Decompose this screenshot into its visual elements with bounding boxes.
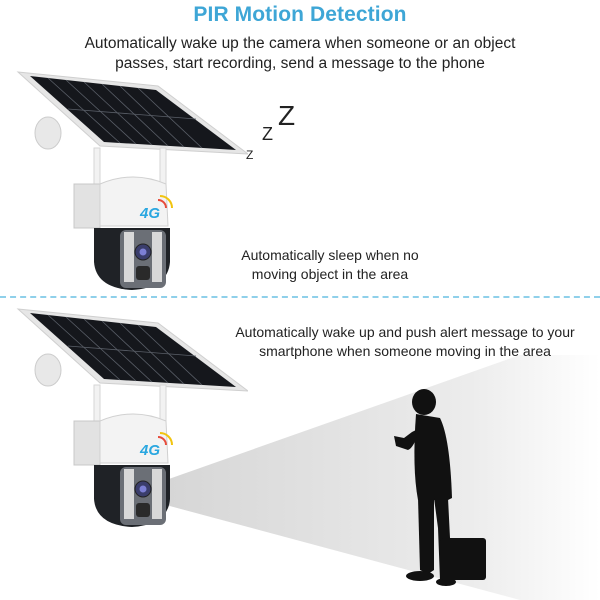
4g-badge-icon: 4G: [139, 205, 160, 222]
page-title: PIR Motion Detection: [193, 3, 407, 26]
alert-caption: Automatically wake up and push alert mes…: [210, 323, 600, 361]
subtitle-line-2: passes, start recording, send a message …: [115, 55, 485, 72]
sleep-caption: Automatically sleep when no moving objec…: [215, 246, 445, 284]
sleep-z-large: Z: [278, 100, 296, 131]
solar-camera-image-alert: 4G: [16, 308, 248, 527]
section-divider: [0, 296, 600, 298]
alert-caption-line-2: smartphone when someone moving in the ar…: [259, 343, 551, 359]
solar-camera-image-sleep: 4G: [16, 71, 248, 290]
sleep-z-medium: Z: [262, 124, 273, 144]
person-silhouette-icon: [394, 389, 486, 586]
4g-badge-icon: 4G: [139, 442, 160, 459]
sleep-caption-line-1: Automatically sleep when no: [241, 247, 419, 263]
sleep-caption-line-2: moving object in the area: [251, 266, 409, 282]
alert-caption-line-1: Automatically wake up and push alert mes…: [235, 324, 575, 340]
subtitle-line-1: Automatically wake up the camera when so…: [84, 35, 516, 52]
sleep-z-small: Z: [246, 148, 254, 162]
page-subtitle: Automatically wake up the camera when so…: [0, 34, 600, 74]
